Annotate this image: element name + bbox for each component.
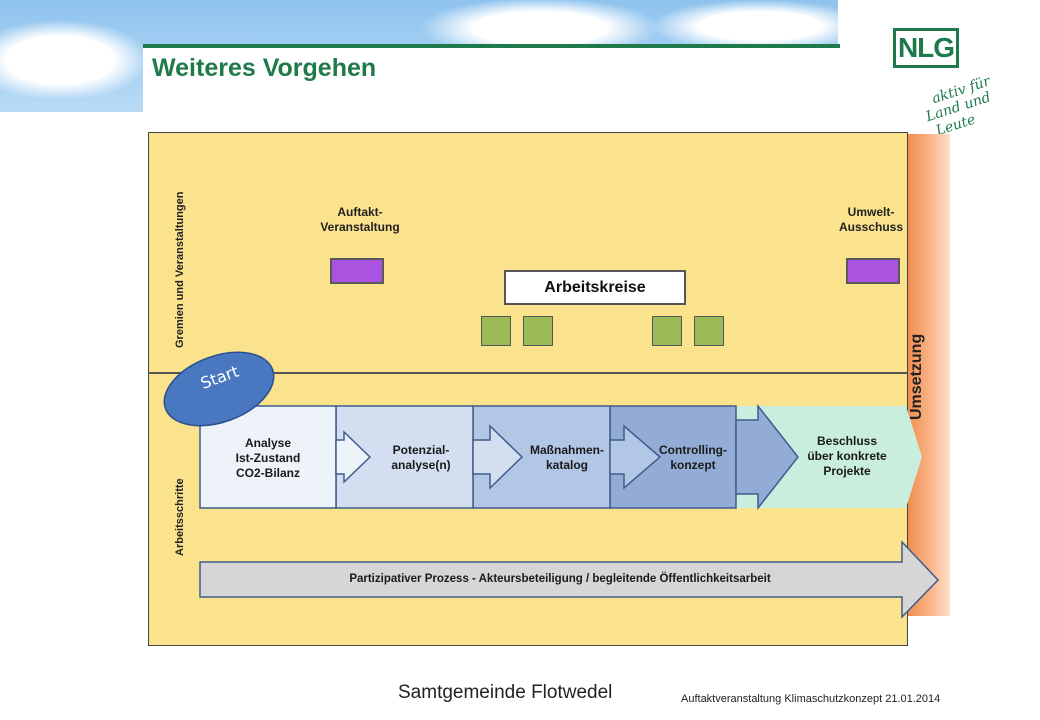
event-marker-umwelt	[846, 258, 900, 284]
step-label-2-line-1: Potenzial-	[392, 443, 450, 457]
arbeitskreis-square-2	[523, 316, 553, 346]
step-label-5-line-2: über konkrete	[807, 449, 887, 463]
title-panel	[143, 44, 840, 118]
step-label-1-line-2: Ist-Zustand	[235, 451, 301, 465]
diagram-panel	[148, 132, 908, 646]
umsetzung-bar	[906, 134, 950, 616]
arbeitskreis-square-4	[694, 316, 724, 346]
event-label-umwelt: Umwelt- Ausschuss	[816, 205, 926, 235]
event-marker-auftakt	[330, 258, 384, 284]
logo-text: NLG	[897, 32, 955, 63]
step-label-1-line-3: CO2-Bilanz	[235, 466, 300, 480]
event-label-umwelt-line-1: Umwelt-	[847, 205, 895, 219]
step-arrow-3	[609, 424, 662, 490]
step-shape-5	[736, 406, 922, 508]
footer-organisation: Samtgemeinde Flotwedel	[398, 682, 613, 703]
step-label-1-line-1: Analyse	[244, 436, 292, 450]
nlg-logo: NLG	[893, 28, 959, 68]
step-label-4-line-2: konzept	[670, 458, 716, 472]
step-label-1: Analyse Ist-Zustand CO2-Bilanz	[208, 436, 328, 481]
step-label-2-line-2: analyse(n)	[391, 458, 451, 472]
arbeitskreis-square-1	[481, 316, 511, 346]
event-label-auftakt-line-1: Auftakt-	[337, 205, 383, 219]
row-divider	[148, 372, 908, 374]
event-label-umwelt-line-2: Ausschuss	[838, 220, 904, 234]
process-arrow	[199, 540, 940, 619]
page-title: Weiteres Vorgehen	[152, 54, 377, 82]
process-label: Partizipativer Prozess - Akteursbeteilig…	[349, 573, 771, 585]
step-label-5-line-1: Beschluss	[816, 434, 878, 448]
step-label-5-line-3: Projekte	[823, 464, 871, 478]
step-label-2: Potenzial- analyse(n)	[361, 443, 481, 473]
step-label-3-line-1: Maßnahmen-	[529, 443, 604, 457]
step-arrow-2	[472, 424, 524, 490]
start-ellipse	[163, 351, 275, 427]
step-label-3: Maßnahmen- katalog	[507, 443, 627, 473]
step-arrow-1	[335, 430, 372, 484]
event-label-auftakt-line-2: Veranstaltung	[320, 220, 400, 234]
arbeitskreise-box: Arbeitskreise	[504, 270, 686, 305]
step-label-3-line-2: katalog	[545, 458, 588, 472]
event-label-auftakt: Auftakt- Veranstaltung	[300, 205, 420, 235]
step-arrow-4	[735, 403, 799, 511]
step-label-4-line-1: Controlling-	[659, 443, 727, 457]
step-label-4: Controlling- konzept	[633, 443, 753, 473]
footer-event: Auftaktveranstaltung Klimaschutzkonzept …	[681, 693, 941, 705]
step-label-5: Beschluss über konkrete Projekte	[791, 434, 903, 479]
arbeitskreis-square-3	[652, 316, 682, 346]
